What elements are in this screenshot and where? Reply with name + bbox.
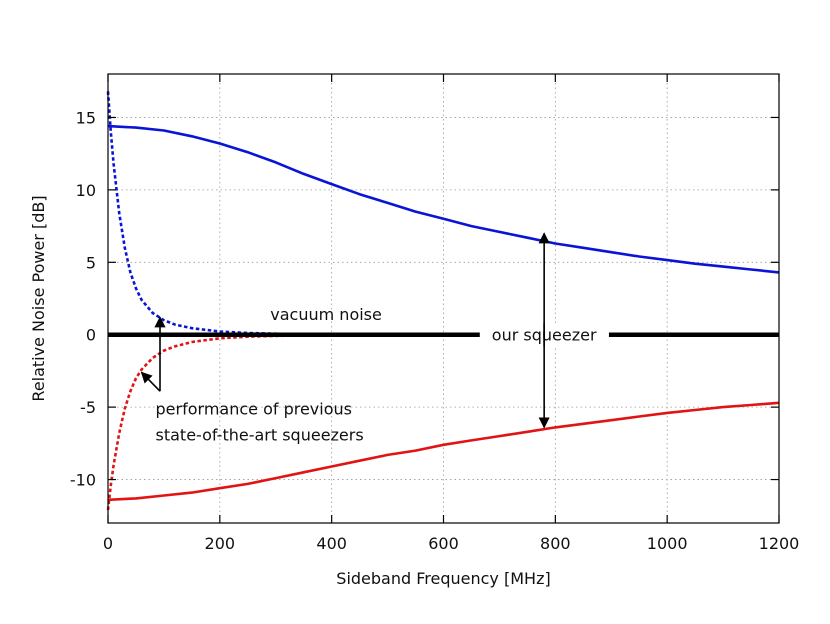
annotations: vacuum noise our squeezer performance of… <box>140 232 609 444</box>
series-line-2 <box>106 91 332 336</box>
tick-label-y: -10 <box>70 471 96 490</box>
x-axis-label: Sideband Frequency [MHz] <box>336 569 550 588</box>
annotation-arrows <box>140 232 550 429</box>
tick-label-y: 10 <box>76 181 96 200</box>
series-line-1 <box>107 124 780 274</box>
tick-label-y: -5 <box>80 398 96 417</box>
tick-labels: 0 200 400 600 800 1000 1200 -10 -5 0 5 10 15 <box>70 108 800 553</box>
arrow-left-previous <box>140 371 161 392</box>
y-axis-label: Relative Noise Power [dB] <box>29 195 48 401</box>
tick-label-x: 1200 <box>759 534 800 553</box>
axis-ticks <box>107 74 780 523</box>
tick-label-x: 200 <box>205 534 236 553</box>
tick-label-x: 0 <box>103 534 113 553</box>
vacuum-noise-label: vacuum noise <box>270 305 382 324</box>
previous-squeezers-label-line2: state-of-the-art squeezers <box>156 425 364 444</box>
tick-label-x: 600 <box>428 534 459 553</box>
series-line-4 <box>106 333 332 511</box>
series-line-3 <box>107 401 780 502</box>
tick-label-y: 5 <box>86 253 96 272</box>
tick-label-y: 15 <box>76 108 96 127</box>
tick-label-y: 0 <box>86 326 96 345</box>
previous-squeezers-label-line1: performance of previous <box>156 399 352 418</box>
series-group <box>106 91 780 511</box>
tick-label-x: 1000 <box>647 534 688 553</box>
tick-label-x: 400 <box>316 534 347 553</box>
tick-label-x: 800 <box>540 534 571 553</box>
